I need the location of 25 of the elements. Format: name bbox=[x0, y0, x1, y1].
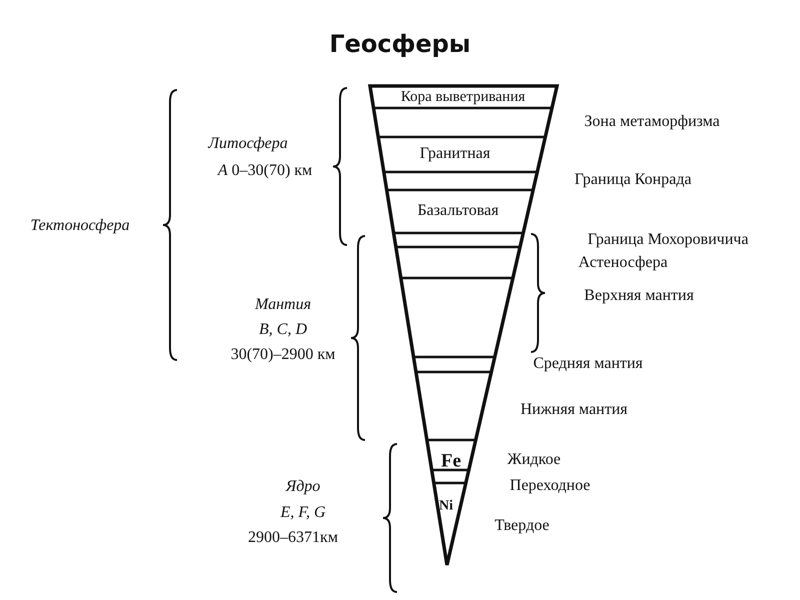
layer-label: Граница Конрада bbox=[574, 171, 692, 189]
diagram-title: Геосферы bbox=[328, 30, 472, 58]
sphere-label: Тектоносфера bbox=[30, 217, 130, 235]
layer-label: Нижняя мантия bbox=[520, 401, 628, 419]
sphere-label: Ядро bbox=[286, 478, 320, 496]
layer-label: Верхняя мантия bbox=[584, 287, 694, 305]
depth-range: 2900–6371км bbox=[248, 529, 338, 547]
depth-range: 30(70)–2900 км bbox=[230, 346, 336, 364]
element-symbol: Fe bbox=[440, 452, 462, 472]
layer-letters: E, F, G bbox=[280, 504, 326, 522]
layer-label: Жидкое bbox=[507, 451, 561, 469]
layer-label: Граница Мохоровичича bbox=[588, 231, 748, 249]
layer-letters: B, C, D bbox=[259, 321, 307, 339]
sphere-label: Литосфера bbox=[208, 135, 288, 153]
sphere-label: Мантия bbox=[254, 296, 312, 314]
element-symbol: Ni bbox=[439, 498, 453, 514]
layer-label: Кора выветривания bbox=[400, 88, 526, 106]
layer-label: Базальтовая bbox=[417, 202, 499, 220]
layer-label: Гранитная bbox=[420, 145, 490, 163]
layer-label: Средняя мантия bbox=[533, 355, 643, 373]
depth-range: A 0–30(70) км bbox=[218, 162, 312, 180]
layer-label: Переходное bbox=[510, 477, 590, 495]
layer-label: Твердое bbox=[494, 517, 550, 535]
layer-label: Зона метаморфизма bbox=[584, 113, 720, 131]
layer-label: Астеносфера bbox=[578, 254, 668, 272]
